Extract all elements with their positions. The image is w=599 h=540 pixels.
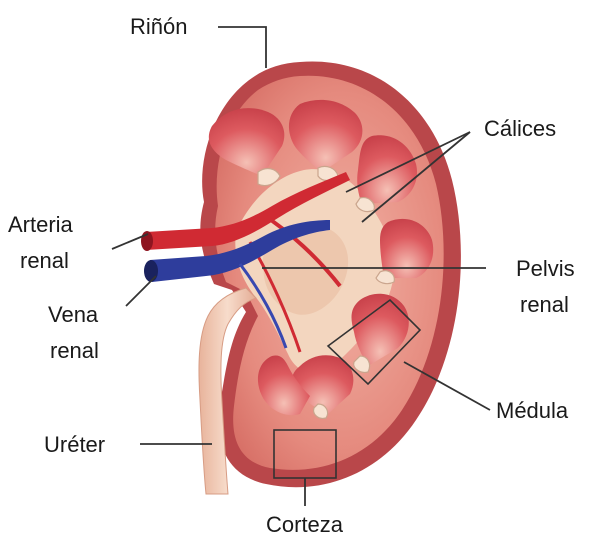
label-arteria-line2: renal [20, 248, 69, 273]
label-vena-line2: renal [50, 338, 99, 363]
label-medula: Médula [496, 398, 569, 423]
leader-rinon [218, 27, 266, 68]
label-pelvis-line2: renal [520, 292, 569, 317]
label-arteria-line1: Arteria [8, 212, 74, 237]
vein-lumen [144, 260, 158, 282]
label-ureter: Uréter [44, 432, 105, 457]
leader-vena [126, 276, 156, 306]
label-calices: Cálices [484, 116, 556, 141]
label-corteza: Corteza [266, 512, 344, 537]
label-rinon: Riñón [130, 14, 187, 39]
label-pelvis-line1: Pelvis [516, 256, 575, 281]
label-vena-line1: Vena [48, 302, 99, 327]
